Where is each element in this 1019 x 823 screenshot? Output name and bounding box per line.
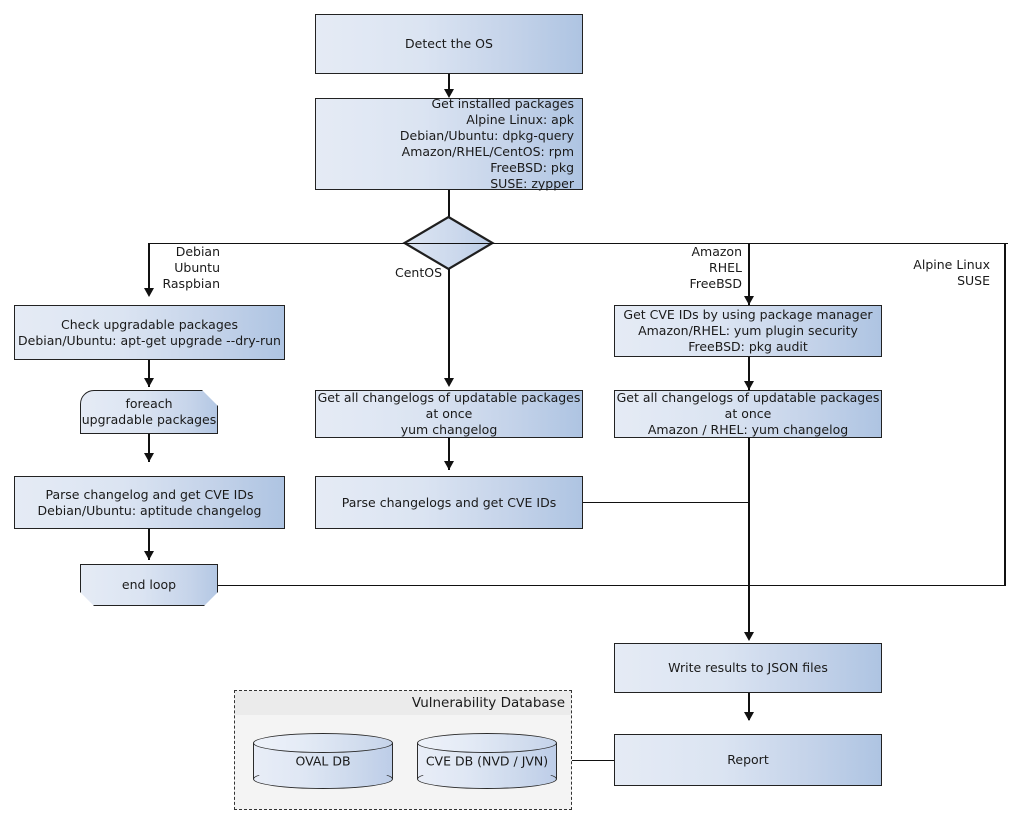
connector-branch-bus [148, 242, 1008, 244]
node-report[interactable]: Report [614, 734, 882, 786]
connector-branch-debian [148, 242, 150, 290]
connector-check-to-foreach [148, 360, 150, 387]
connector-foreach-to-parse [148, 434, 150, 462]
connector-pkgmgr-to-changelogs [748, 357, 750, 390]
node-parse-changelogs-centos-label: Parse changelogs and get CVE IDs [341, 494, 557, 510]
node-changelogs-centos[interactable]: Get all changelogs of updatable packages… [315, 390, 583, 438]
connector-write-to-report [748, 693, 750, 720]
arrowhead-centos-changelogs-to-parse [443, 461, 454, 470]
node-parse-changelogs-centos[interactable]: Parse changelogs and get CVE IDs [315, 476, 583, 529]
node-parse-changelog-debian-label: Parse changelog and get CVE IDs Debian/U… [37, 486, 262, 518]
branch-label-alpine: Alpine Linux SUSE [913, 257, 990, 288]
node-detect-os-label: Detect the OS [405, 36, 493, 51]
connector-parse-centos-to-trunk [583, 501, 749, 503]
node-changelogs-amazon[interactable]: Get all changelogs of updatable packages… [614, 390, 882, 438]
node-get-cve-ids-pkgmgr[interactable]: Get CVE IDs by using package manager Ama… [614, 305, 882, 357]
vulnerability-database-title: Vulnerability Database [235, 691, 571, 715]
arrowhead-detect-to-packages [443, 89, 454, 98]
branch-label-centos: CentOS [394, 265, 442, 280]
vulnerability-database-group: Vulnerability Database OVAL DB CVE DB (N… [234, 690, 572, 810]
node-write-results[interactable]: Write results to JSON files [614, 643, 882, 693]
node-end-loop[interactable]: end loop [80, 564, 218, 606]
node-end-loop-label: end loop [121, 577, 177, 592]
arrowhead-trunk-to-write-results [743, 632, 754, 641]
arrowhead-write-to-report [743, 712, 754, 721]
connector-right-trunk [748, 438, 750, 635]
arrowhead-check-to-foreach [143, 378, 154, 387]
connector-detect-to-packages [448, 74, 450, 96]
node-write-results-label: Write results to JSON files [668, 660, 828, 675]
node-get-installed-packages[interactable]: Get installed packages Alpine Linux: apk… [315, 96, 583, 191]
database-cylinder-oval-db[interactable]: OVAL DB [253, 733, 393, 789]
connector-branch-alpine [1004, 242, 1006, 586]
node-changelogs-centos-label: Get all changelogs of updatable packages… [317, 390, 581, 437]
arrowhead-branch-amazon [743, 296, 754, 305]
connector-branch-amazon [748, 242, 750, 305]
connector-centos-changelogs-to-parse [448, 438, 450, 470]
connector-cvedb-to-report [555, 759, 614, 761]
connector-endloop-bus [218, 584, 1005, 586]
connector-parse-to-endloop [148, 529, 150, 560]
database-cylinder-cve-db[interactable]: CVE DB (NVD / JVN) [417, 733, 557, 789]
connector-packages-to-decision [448, 190, 450, 217]
arrowhead-branch-debian [143, 288, 154, 297]
arrowhead-parse-to-endloop [143, 551, 154, 560]
node-check-upgradable-label: Check upgradable packages Debian/Ubuntu:… [18, 316, 281, 348]
branch-label-amazon: Amazon RHEL FreeBSD [689, 244, 742, 291]
oval-db-bottom-ellipse [253, 769, 393, 789]
cve-db-top-ellipse [417, 733, 557, 753]
node-check-upgradable[interactable]: Check upgradable packages Debian/Ubuntu:… [14, 305, 285, 360]
arrowhead-foreach-to-parse [143, 453, 154, 462]
node-detect-os[interactable]: Detect the OS [315, 14, 583, 74]
oval-db-top-ellipse [253, 733, 393, 753]
branch-label-debian: Debian Ubuntu Raspbian [162, 244, 220, 291]
node-get-installed-packages-label: Get installed packages Alpine Linux: apk… [399, 96, 574, 191]
node-foreach-loop[interactable]: foreach upgradable packages [80, 390, 218, 434]
oval-db-label: OVAL DB [295, 753, 351, 769]
node-foreach-loop-label: foreach upgradable packages [81, 396, 217, 427]
node-report-label: Report [727, 752, 769, 767]
node-parse-changelog-debian[interactable]: Parse changelog and get CVE IDs Debian/U… [14, 476, 285, 529]
arrowhead-pkgmgr-to-changelogs [743, 381, 754, 390]
connector-branch-centos [448, 269, 450, 379]
cve-db-bottom-ellipse [417, 769, 557, 789]
node-changelogs-amazon-label: Get all changelogs of updatable packages… [616, 390, 880, 437]
node-get-cve-ids-pkgmgr-label: Get CVE IDs by using package manager Ama… [623, 307, 873, 354]
cve-db-label: CVE DB (NVD / JVN) [425, 753, 549, 769]
arrowhead-branch-centos [443, 378, 454, 387]
